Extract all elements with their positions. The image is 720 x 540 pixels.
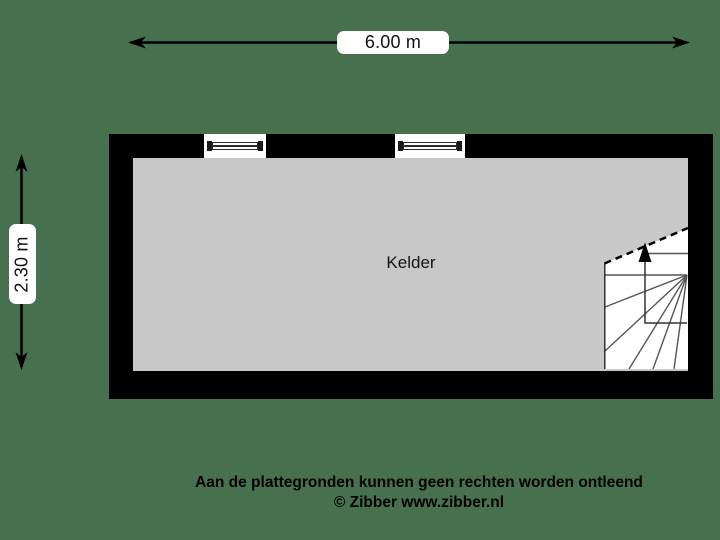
copyright-line: © Zibber www.zibber.nl (333, 493, 505, 511)
window-glazing-icon (403, 142, 457, 150)
arrow-up-icon (15, 154, 28, 172)
window-glazing-icon (212, 142, 258, 150)
window-jamb-right (258, 141, 263, 151)
width-dimension-label: 6.00 m (337, 31, 449, 54)
arrow-down-icon (15, 352, 28, 370)
arrow-left-icon (128, 36, 146, 49)
height-dimension-label: 2.30 m (9, 224, 36, 304)
footer-text: Aan de plattegronden kunnen geen rechten… (169, 473, 669, 512)
height-dimension-value: 2.30 m (12, 235, 33, 293)
basement-floor-area (133, 158, 688, 371)
width-dimension-value: 6.00 m (364, 32, 422, 52)
window-jamb-left (398, 141, 403, 151)
arrow-right-icon (672, 36, 690, 49)
window-jamb-left (207, 141, 212, 151)
disclaimer-line: Aan de plattegronden kunnen geen rechten… (195, 474, 643, 491)
room-name-label: Kelder (386, 253, 436, 272)
window-jamb-right (457, 141, 462, 151)
window-symbol-right (395, 134, 465, 158)
window-symbol-left (204, 134, 266, 158)
